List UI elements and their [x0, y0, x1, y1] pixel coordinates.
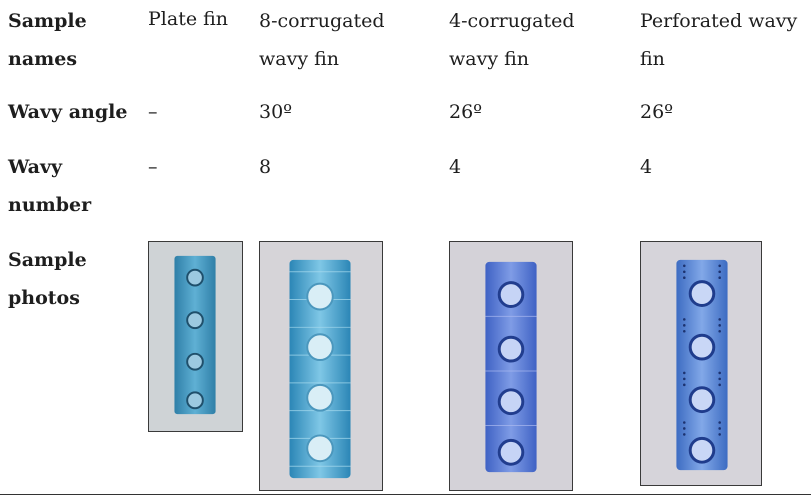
row-header-wavy-angle: Wavy angle: [8, 101, 128, 123]
table-bottom-rule: [0, 494, 811, 495]
angle-value-8-corrugated: 30º: [259, 101, 293, 123]
number-value-4-corrugated: 4: [449, 156, 462, 178]
4-corrugated-fin-photo: [449, 241, 573, 491]
perforated-fin-photo: [640, 241, 762, 486]
column-name-4-corrugated: 4-corrugated wavy fin: [449, 10, 575, 70]
number-value-plate-fin: –: [148, 156, 158, 178]
column-name-8-corrugated: 8-corrugated wavy fin: [259, 10, 385, 70]
row-header-wavy-number: Wavy number: [8, 156, 92, 216]
number-value-8-corrugated: 8: [259, 156, 272, 178]
row-header-sample-photos: Sample photos: [8, 249, 87, 309]
column-name-plate-fin: Plate fin: [148, 8, 229, 30]
angle-value-4-corrugated: 26º: [449, 101, 483, 123]
plate-fin-photo: [148, 241, 243, 432]
8-corrugated-fin-photo: [259, 241, 383, 491]
number-value-perforated: 4: [640, 156, 653, 178]
angle-value-plate-fin: –: [148, 101, 158, 123]
row-header-sample-names: Sample names: [8, 10, 87, 70]
angle-value-perforated: 26º: [640, 101, 674, 123]
column-name-perforated: Perforated wavy fin: [640, 10, 798, 70]
